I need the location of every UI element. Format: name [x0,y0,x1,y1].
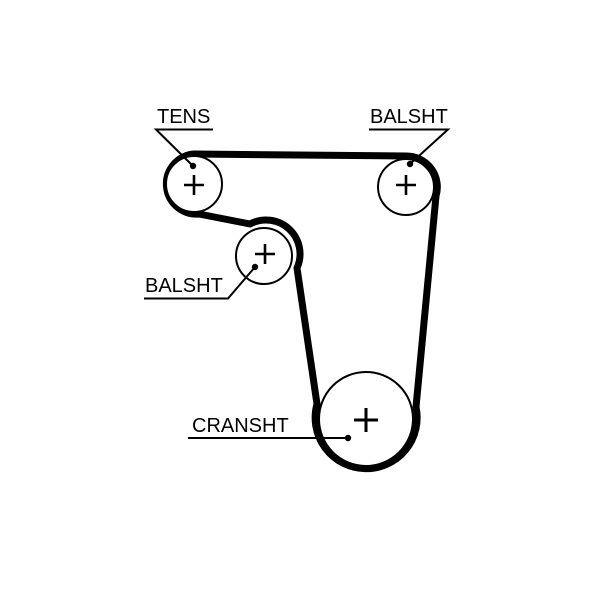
balsht-middle-leader-line [144,266,256,300]
balance-shaft-middle-pulley [235,227,293,285]
balsht-middle-label: BALSHT [145,275,223,297]
balsht-top-leader-dot [406,160,414,168]
cransht-leader-dot [344,434,352,442]
balsht-top-leader-line [369,128,451,165]
crankshaft-pulley [318,371,414,467]
tens-callout: TENS [153,106,213,170]
balsht-top-callout: BALSHT [369,106,451,168]
tensioner-crosshair-icon [184,175,204,195]
balsht-top-label: BALSHT [370,106,448,128]
balance-shaft-middle-crosshair-icon [255,244,275,264]
balance-shaft-top-crosshair-icon [396,175,416,195]
balsht-middle-leader-dot [251,263,259,271]
cransht-callout: CRANSHT [188,415,352,442]
tens-leader-dot [189,162,197,170]
tens-leader-line [153,128,213,167]
balsht-middle-callout: BALSHT [144,263,259,300]
crankshaft-crosshair-icon [354,408,378,432]
tens-label: TENS [157,106,210,128]
tensioner-pulley [165,155,223,213]
balance-shaft-top-pulley [377,158,435,216]
cransht-label: CRANSHT [192,415,289,437]
